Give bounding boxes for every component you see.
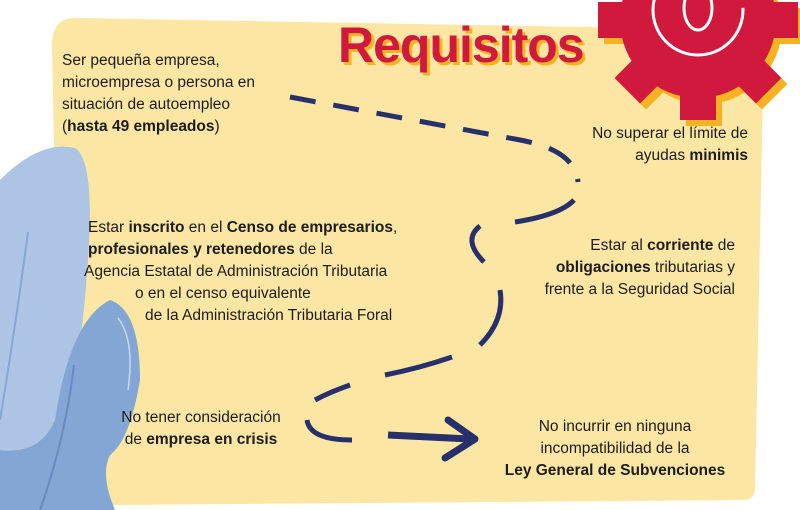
text-line: obligaciones tributarias y	[545, 257, 735, 279]
leaf-decoration	[0, 146, 140, 510]
text-line: incompatibilidad de la	[540, 440, 690, 457]
requirement-no-incompatibility: No incurrir en ninguna incompatibilidad …	[470, 416, 760, 482]
text-line: No superar el límite de	[592, 125, 748, 142]
requirement-tax-obligations: Estar al corriente de obligaciones tribu…	[545, 235, 735, 301]
text-bold: minimis	[689, 147, 748, 164]
gear-icon	[598, 0, 800, 126]
text-bold: profesionales y retenedores	[88, 241, 295, 258]
text-bold: Censo de empresarios	[226, 219, 393, 236]
text-bold: hasta 49 empleados	[67, 118, 215, 135]
text-bold: Ley General de Subvenciones	[504, 462, 726, 479]
text-bold: empresa en crisis	[146, 431, 278, 448]
text: ayudas	[635, 147, 690, 164]
text-line: ayudas minimis	[592, 145, 748, 167]
text: Estar	[88, 219, 129, 236]
text: ,	[392, 219, 398, 236]
text-line: Ser pequeña empresa,	[62, 52, 220, 69]
text-bold: obligaciones	[555, 259, 651, 276]
text-line: frente a la Seguridad Social	[544, 281, 735, 298]
text-line: microempresa o persona en	[62, 74, 255, 91]
text-line: o en el censo equivalente	[135, 285, 311, 302]
text: )	[214, 118, 220, 135]
text: (	[62, 118, 68, 135]
text: en el	[184, 219, 227, 236]
text: Estar al	[590, 237, 648, 254]
text-line: profesionales y retenedores de la	[88, 239, 333, 261]
text: de	[124, 431, 147, 448]
dashed-path	[289, 94, 581, 462]
text-line: No incurrir en ninguna	[538, 418, 692, 435]
text: de la	[294, 241, 333, 258]
text-line: situación de autoempleo	[62, 96, 231, 113]
text-line: de empresa en crisis	[96, 429, 306, 451]
requirement-minimis: No superar el límite de ayudas minimis	[592, 123, 748, 167]
text: de	[713, 237, 735, 254]
text-line: Ley General de Subvenciones	[470, 460, 760, 482]
page-title: Requisitos	[338, 17, 585, 73]
text: tributarias y	[650, 259, 735, 276]
text-bold: corriente	[647, 237, 714, 254]
requirements-card	[52, 18, 765, 505]
text-line: Estar al corriente de	[545, 235, 735, 257]
requirement-small-business: Ser pequeña empresa, microempresa o pers…	[62, 50, 255, 138]
text-line: No tener consideración	[121, 409, 281, 426]
text-line: Estar inscrito en el Censo de empresario…	[88, 217, 397, 239]
text-line: de la Administración Tributaria Foral	[145, 307, 393, 324]
text-bold: inscrito	[128, 219, 185, 236]
text-line: Agencia Estatal de Administración Tribut…	[84, 263, 388, 280]
requirement-not-in-crisis: No tener consideración de empresa en cri…	[96, 407, 306, 451]
text-line: (hasta 49 empleados)	[62, 116, 255, 138]
